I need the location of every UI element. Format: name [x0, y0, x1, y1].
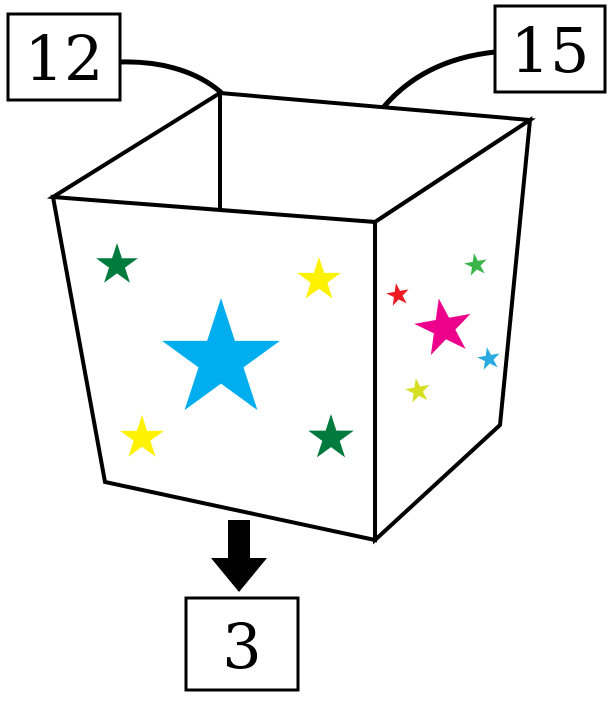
box-back-left-wall [46, 89, 222, 215]
left-input-value: 12 [25, 22, 104, 95]
arrow-down-icon [211, 520, 267, 592]
left-input-label: 12 [6, 12, 122, 102]
right-input-label: 15 [493, 4, 607, 94]
output-label: 3 [184, 596, 300, 692]
right-input-value: 15 [511, 14, 590, 87]
output-value: 3 [222, 610, 261, 683]
